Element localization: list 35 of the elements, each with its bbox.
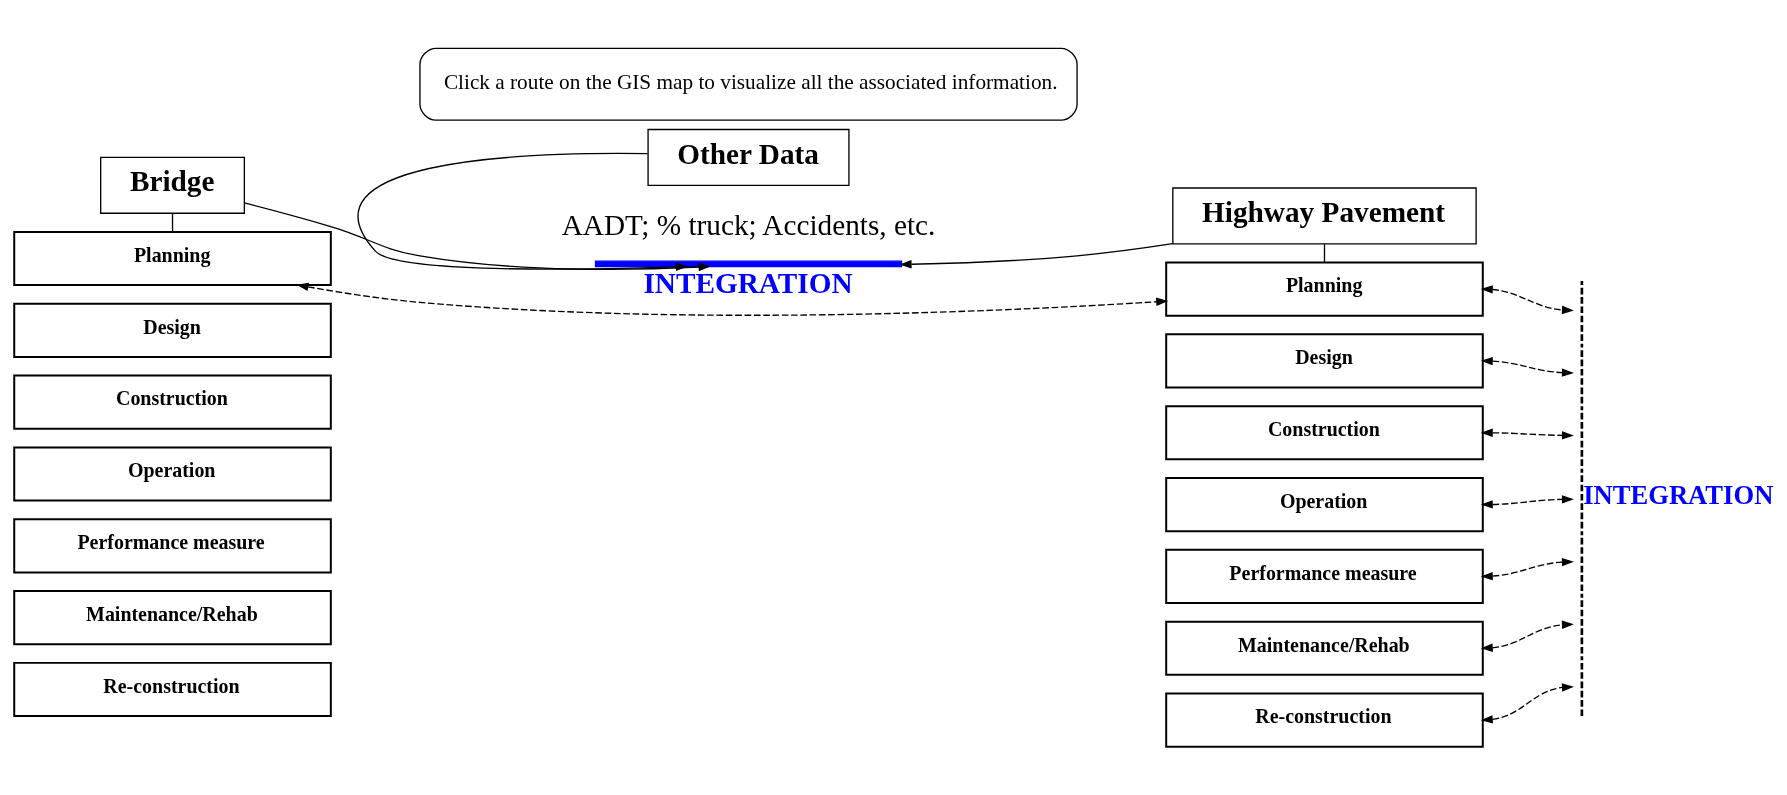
arrow: [899, 243, 1174, 269]
arrow: [1480, 683, 1574, 724]
arrow: [1480, 428, 1574, 440]
node-box: Operation: [13, 446, 332, 502]
arrow: [357, 152, 688, 271]
node-box: Operation: [1165, 477, 1484, 533]
node-box: Design: [13, 302, 332, 358]
arrow: [243, 202, 711, 272]
node-box: Construction: [13, 374, 332, 430]
node-line: [594, 260, 903, 268]
node-box: Planning: [1165, 261, 1484, 317]
arrow: [1480, 356, 1574, 377]
node-box: Re-construction: [13, 661, 332, 718]
node-box: Re-construction: [1165, 692, 1484, 748]
node-box: Highway Pavement: [1172, 187, 1477, 245]
node-box: Construction: [1165, 405, 1484, 461]
arrow: [1480, 285, 1574, 315]
label: AADT; % truck; Accidents, etc.: [561, 209, 936, 242]
node-box: Bridge: [100, 156, 246, 214]
node-box: Performance measure: [13, 518, 332, 574]
node-box: Other Data: [647, 128, 850, 186]
connector: [1323, 243, 1326, 263]
node-box: Maintenance/Rehab: [13, 590, 332, 646]
node-box: Performance measure: [1165, 548, 1484, 604]
arrow: [296, 282, 1169, 316]
arrow: [1480, 620, 1574, 652]
connector: [171, 212, 174, 233]
node-box: Planning: [13, 230, 332, 287]
node-text: INTEGRATION: [1583, 479, 1774, 510]
node-box: Maintenance/Rehab: [1165, 620, 1484, 676]
edge-label: INTEGRATION: [643, 266, 853, 299]
node-box: Click a route on the GIS map to visualize all the associated information.: [419, 47, 1078, 121]
node-box: Design: [1165, 333, 1484, 389]
arrow: [1480, 557, 1574, 581]
arrow: [1480, 495, 1574, 509]
